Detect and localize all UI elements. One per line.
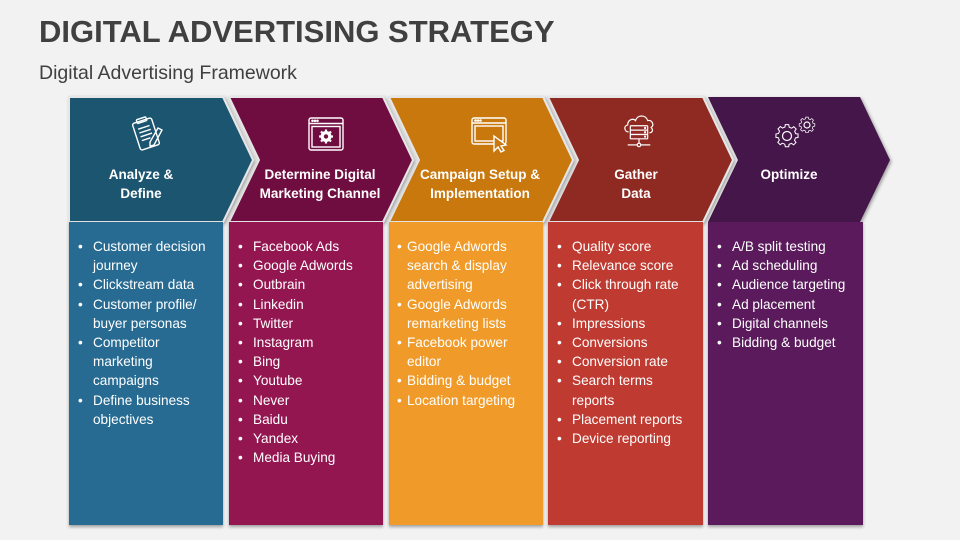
list-item: Facebook power editor bbox=[397, 333, 537, 371]
list-item: Baidu bbox=[238, 410, 377, 429]
browser-cursor-icon bbox=[471, 117, 508, 153]
list-item: Define business objectives bbox=[78, 391, 217, 429]
list-item: Customer profile/ buyer personas bbox=[78, 295, 217, 333]
list-item: Instagram bbox=[238, 333, 377, 352]
step-1-list: Customer decision journeyClickstream dat… bbox=[69, 222, 223, 429]
list-item: Device reporting bbox=[557, 429, 697, 448]
step-5-title: Optimize bbox=[760, 167, 818, 182]
list-item: Google Adwords remarketing lists bbox=[397, 295, 537, 333]
list-item: Bidding & budget bbox=[717, 333, 857, 352]
list-item: Competitor marketing campaigns bbox=[78, 333, 217, 391]
chevron-step-2 bbox=[227, 96, 415, 223]
list-item: Youtube bbox=[238, 371, 377, 390]
list-item: Search terms reports bbox=[557, 371, 697, 409]
list-item: Click through rate (CTR) bbox=[557, 275, 697, 313]
step-5-list: A/B split testingAd schedulingAudience t… bbox=[708, 222, 863, 352]
chevron-step-1 bbox=[68, 96, 255, 223]
list-item: Relevance score bbox=[557, 256, 697, 275]
step-3-details: Google Adwords search & display advertis… bbox=[389, 222, 543, 525]
list-item: Bidding & budget bbox=[397, 371, 537, 390]
step-3-list: Google Adwords search & display advertis… bbox=[389, 222, 543, 410]
page-subtitle: Digital Advertising Framework bbox=[39, 62, 297, 84]
page-title: DIGITAL ADVERTISING STRATEGY bbox=[39, 14, 555, 49]
step-5-details: A/B split testingAd schedulingAudience t… bbox=[708, 222, 863, 525]
list-item: Conversions bbox=[557, 333, 697, 352]
list-item: Facebook Ads bbox=[238, 237, 377, 256]
list-item: Customer decision journey bbox=[78, 237, 217, 275]
list-item: A/B split testing bbox=[717, 237, 857, 256]
list-item: Linkedin bbox=[238, 295, 377, 314]
list-item: Location targeting bbox=[397, 391, 537, 410]
list-item: Placement reports bbox=[557, 410, 697, 429]
step-4-details: Quality scoreRelevance scoreClick throug… bbox=[548, 222, 703, 525]
list-item: Bing bbox=[238, 352, 377, 371]
cloud-database-icon bbox=[624, 115, 654, 148]
step-2-title: Determine Digital Marketing Channel bbox=[259, 167, 381, 201]
list-item: Conversion rate bbox=[557, 352, 697, 371]
list-item: Twitter bbox=[238, 314, 377, 333]
list-item: Audience targeting bbox=[717, 275, 857, 294]
list-item: Media Buying bbox=[238, 448, 377, 467]
clipboard-pencil-icon bbox=[131, 116, 163, 151]
list-item: Quality score bbox=[557, 237, 697, 256]
step-4-title: Gather Data bbox=[614, 167, 658, 201]
list-item: Never bbox=[238, 391, 377, 410]
browser-gear-icon bbox=[308, 117, 344, 151]
list-item: Digital channels bbox=[717, 314, 857, 333]
chevron-step-5 bbox=[708, 97, 890, 222]
list-item: Yandex bbox=[238, 429, 377, 448]
list-item: Outbrain bbox=[238, 275, 377, 294]
step-2-details: Facebook AdsGoogle AdwordsOutbrainLinked… bbox=[229, 222, 383, 525]
step-3-title: Campaign Setup & Implementation bbox=[419, 167, 540, 201]
list-item: Google Adwords bbox=[238, 256, 377, 275]
step-2-list: Facebook AdsGoogle AdwordsOutbrainLinked… bbox=[229, 222, 383, 468]
chevron-step-3 bbox=[387, 96, 575, 223]
list-item: Ad scheduling bbox=[717, 256, 857, 275]
list-item: Google Adwords search & display advertis… bbox=[397, 237, 537, 295]
list-item: Ad placement bbox=[717, 295, 857, 314]
chevron-step-4 bbox=[546, 96, 735, 223]
step-4-list: Quality scoreRelevance scoreClick throug… bbox=[548, 222, 703, 448]
step-1-title: Analyze & Define bbox=[108, 167, 174, 201]
list-item: Impressions bbox=[557, 314, 697, 333]
list-item: Clickstream data bbox=[78, 275, 217, 294]
step-1-details: Customer decision journeyClickstream dat… bbox=[69, 222, 223, 525]
gears-icon bbox=[775, 116, 816, 148]
